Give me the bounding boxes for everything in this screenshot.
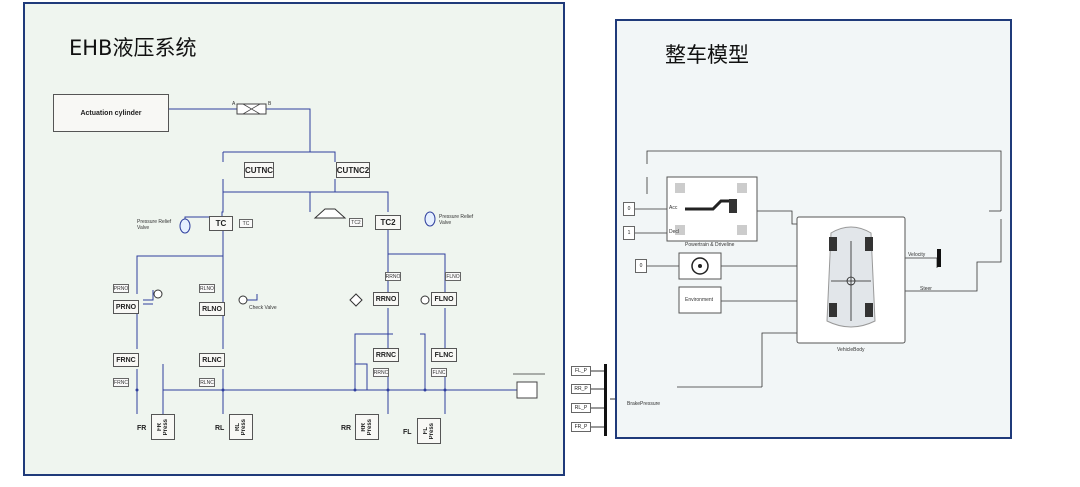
wheel-rr-label: RR [341, 425, 352, 432]
flnc-input-tag: FLNC [431, 368, 447, 377]
prno-valve[interactable]: PRNO [113, 300, 139, 314]
frnc-valve[interactable]: FRNC [113, 353, 139, 367]
wheel-fr-block[interactable]: FR Press [151, 414, 175, 440]
acc-port-label: Acc [669, 205, 678, 211]
check-valve-note: Check Valve [249, 305, 277, 311]
wheel-fr-sub: Press [163, 418, 169, 436]
rrno-valve[interactable]: RRNO [373, 292, 399, 306]
tc2-valve[interactable]: TC2 [375, 215, 401, 230]
brake-tag-fr[interactable]: FR_P [571, 422, 591, 432]
tc-input-tag: TC [239, 219, 253, 228]
velocity-label: Velocity [908, 252, 926, 258]
flnc-valve[interactable]: FLNC [431, 348, 457, 362]
wheel-rl-label: RL [215, 425, 225, 432]
ehb-hydraulic-panel: EHB液压系统 [23, 2, 565, 476]
vehicle-panel-title: 整车模型 [665, 43, 749, 67]
wheel-fr-label: FR [137, 425, 147, 432]
prno-input-tag: PRNO [113, 284, 129, 293]
powertrain-label: Powertrain & Driveline [685, 242, 735, 248]
const-acc-block[interactable]: 0 [623, 202, 635, 216]
ehb-wiring [135, 103, 545, 414]
wheel-fl-sub: Press [429, 422, 435, 440]
brake-tag-rl[interactable]: RL_P [571, 403, 591, 413]
port-a-label: A [232, 101, 236, 107]
vehicle-wiring [635, 150, 1002, 388]
ehb-panel-title: EHB液压系统 [69, 36, 197, 60]
wheel-rr-block[interactable]: RR Press [355, 414, 379, 440]
flno-input-tag: FLNO [445, 272, 461, 281]
wheel-rl-sub: Press [241, 418, 247, 436]
flno-valve[interactable]: FLNO [431, 292, 457, 306]
actuation-cylinder-block[interactable]: Actuation cylinder [53, 94, 169, 132]
brake-tag-rr[interactable]: RR_P [571, 384, 591, 394]
brake-pressure-label: BrakePressure [627, 401, 661, 407]
cutnc-valve[interactable]: CUTNC [244, 162, 274, 178]
rrnc-valve[interactable]: RRNC [373, 348, 399, 362]
rlnc-valve[interactable]: RLNC [199, 353, 225, 367]
relief-valve-right-note: Pressure Relief Valve [439, 214, 474, 226]
brake-tag-fl[interactable]: FL_P [571, 366, 591, 376]
wheel-rr-sub: Press [367, 418, 373, 436]
frnc-input-tag: FRNC [113, 378, 129, 387]
const-steer-block[interactable]: 0 [635, 259, 647, 273]
wheel-fl-block[interactable]: FL Press [417, 418, 441, 444]
decel-port-label: Decl [669, 229, 680, 235]
vehicle-body-label: VehicleBody [837, 347, 865, 353]
environment-label: Environment [685, 297, 714, 303]
port-b-label: B [268, 101, 272, 107]
relief-valve-left-note: Pressure Relief Valve [137, 219, 172, 231]
wheel-fl-label: FL [403, 429, 412, 436]
tc2-input-tag: TC2 [349, 218, 363, 227]
rlnc-input-tag: RLNC [199, 378, 215, 387]
cutnc2-valve[interactable]: CUTNC2 [336, 162, 370, 178]
wheel-rl-block[interactable]: RL Press [229, 414, 253, 440]
tc-valve[interactable]: TC [209, 216, 233, 231]
rlno-valve[interactable]: RLNO [199, 302, 225, 316]
vehicle-model-panel: 整车模型 0 1 0 [615, 19, 1012, 439]
rlno-input-tag: RLNO [199, 284, 215, 293]
rrnc-input-tag: RRNC [373, 368, 389, 377]
steer-label: Steer [920, 286, 932, 292]
rrno-input-tag: RRNO [385, 272, 401, 281]
const-decel-block[interactable]: 1 [623, 226, 635, 240]
